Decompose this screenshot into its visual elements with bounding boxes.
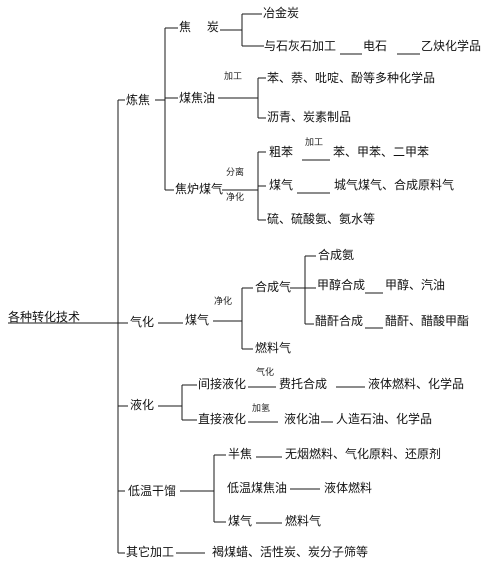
gasify-note: 气化 — [256, 368, 275, 378]
separation-note: 分离 — [226, 168, 245, 178]
cog-gas: 煤气 — [269, 178, 294, 192]
methanol-synthesis: 甲醇合成 — [317, 278, 366, 292]
semicoke: 半焦 — [228, 447, 253, 461]
calcium-carbide: 电石 — [363, 39, 388, 53]
pitch-carbon-products: 沥青、炭素制品 — [267, 110, 352, 124]
ft-products: 液体燃料、化学品 — [368, 377, 465, 391]
semicoke-products: 无烟燃料、气化原料、还原剂 — [285, 447, 442, 461]
carbonization-gas: 煤气 — [228, 514, 253, 528]
hydrogenation-note: 加氢 — [252, 404, 271, 414]
tar-fuel-product: 液体燃料 — [324, 481, 373, 495]
gasification-label: 气化 — [130, 315, 155, 329]
syngas: 合成气 — [255, 280, 292, 294]
tar-process-note: 加工 — [224, 72, 243, 82]
metallurgical-coke: 冶金炭 — [263, 6, 300, 20]
fischer-tropsch: 费托合成 — [279, 377, 328, 391]
limestone-processing: 与石灰石加工 — [264, 39, 337, 53]
liquefied-oil: 液化油 — [284, 412, 321, 426]
carbonization-fuel-gas: 燃料气 — [285, 514, 322, 528]
acetylene-chemicals: 乙炔化学品 — [421, 39, 482, 53]
acetic-anhydride-synthesis: 醋酐合成 — [315, 314, 364, 328]
root-label: 各种转化技术 — [8, 310, 81, 324]
low-temp-tar: 低温煤焦油 — [227, 481, 288, 495]
crude-process-note: 加工 — [305, 138, 324, 148]
cog-gas-products: 城气煤气、合成原料气 — [334, 178, 455, 192]
tar-chemicals: 苯、萘、吡啶、酚等多种化学品 — [267, 71, 436, 85]
indirect-liquefaction: 间接液化 — [198, 377, 247, 391]
purification-note: 净化 — [226, 193, 245, 203]
coke-oven-gas-label: 焦炉煤气 — [175, 182, 224, 196]
gasification-gas: 煤气 — [185, 313, 210, 327]
liquefaction-label: 液化 — [130, 398, 155, 412]
direct-liquefaction: 直接液化 — [198, 412, 247, 426]
coal-tar-label: 煤焦油 — [179, 91, 216, 105]
sulfur-ammonia-products: 硫、硫酸氨、氨水等 — [267, 212, 376, 226]
other-processing-label: 其它加工 — [126, 545, 175, 559]
oil-products: 人造石油、化学品 — [336, 412, 433, 426]
crude-benzene: 粗苯 — [269, 145, 294, 159]
acetic-products: 醋酐、醋酸甲酯 — [385, 314, 470, 328]
fuel-gas: 燃料气 — [255, 341, 292, 355]
other-products: 褐煤蜡、活性炭、炭分子筛等 — [212, 545, 369, 559]
gas-purify-note: 净化 — [214, 297, 233, 307]
coking-label: 炼焦 — [126, 93, 151, 107]
synthetic-ammonia: 合成氨 — [318, 248, 355, 262]
benzene-products: 苯、甲苯、二甲苯 — [333, 145, 430, 159]
coke-label: 焦 炭 — [179, 20, 225, 34]
low-temp-carbonization-label: 低温干馏 — [128, 484, 177, 498]
methanol-products: 甲醇、汽油 — [385, 278, 446, 292]
